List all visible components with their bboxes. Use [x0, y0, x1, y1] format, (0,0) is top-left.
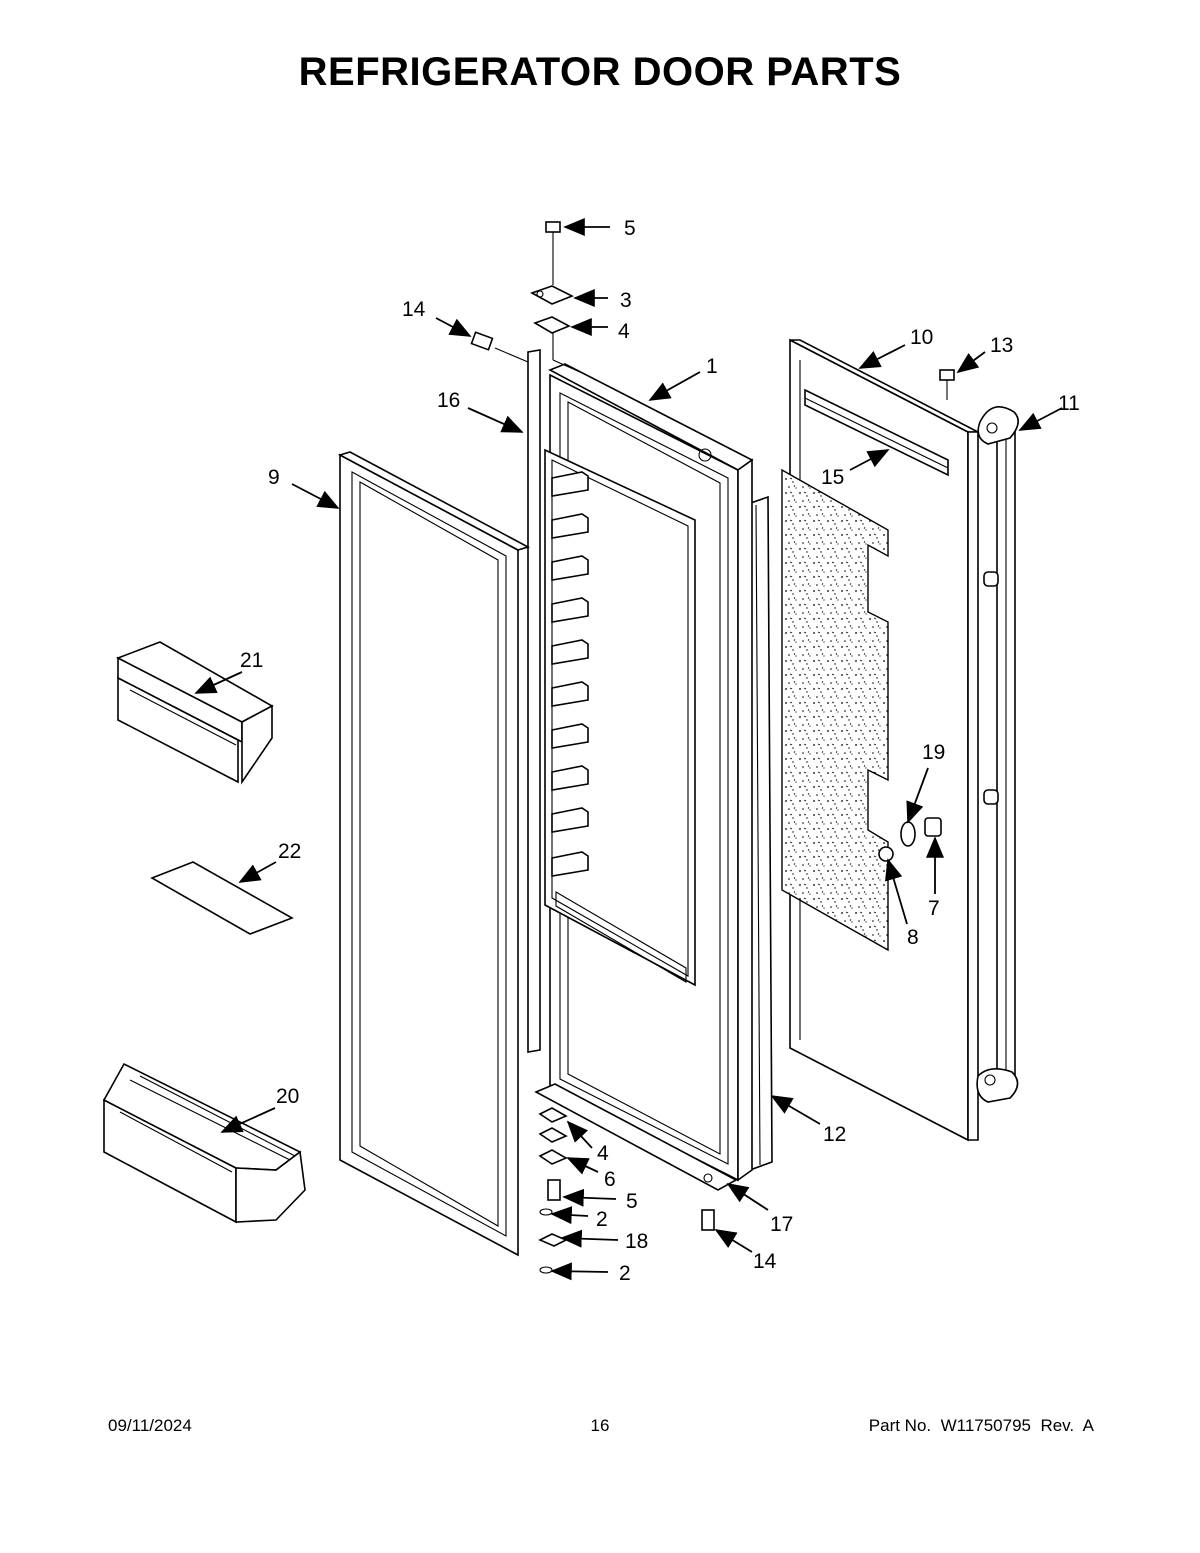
- footer-part-number: Part No. W11750795 Rev. A: [868, 1416, 1094, 1435]
- callout-4-bottom: 4: [597, 1142, 609, 1165]
- callout-14-top: 14: [402, 298, 426, 321]
- hinge-rod-part-11: [976, 406, 1019, 1103]
- callout-11: 11: [1058, 392, 1080, 415]
- gasket-strip-part-16: [527, 349, 541, 1053]
- callout-12: 12: [823, 1123, 846, 1146]
- callout-2-upper: 2: [596, 1208, 608, 1231]
- callout-3: 3: [620, 289, 632, 312]
- label-part-22: [150, 861, 294, 935]
- screw-part-13: [939, 369, 955, 400]
- callout-14-bottom: 14: [753, 1250, 777, 1273]
- leader-arrows: [194, 218, 1063, 1281]
- callout-17: 17: [770, 1213, 793, 1236]
- callout-1: 1: [706, 355, 718, 378]
- callout-16: 16: [437, 389, 460, 412]
- shelf-rails: [551, 471, 589, 877]
- door-liner-part-1: [544, 363, 754, 1182]
- callout-4-top: 4: [618, 320, 630, 343]
- callout-15: 15: [821, 466, 844, 489]
- door-gasket-part-9: [337, 451, 531, 1257]
- callout-2-lower: 2: [619, 1262, 631, 1285]
- callout-10: 10: [910, 326, 933, 349]
- callout-6: 6: [604, 1168, 616, 1191]
- page-title: REFRIGERATOR DOOR PARTS: [298, 50, 902, 94]
- bracket-part-15: [804, 388, 949, 477]
- bottom-hinge-hardware: [538, 1107, 715, 1274]
- callout-20: 20: [276, 1085, 299, 1108]
- footer-date: 09/11/2024: [108, 1416, 192, 1435]
- callout-22: 22: [278, 840, 301, 863]
- callout-18: 18: [625, 1230, 648, 1253]
- callout-5-bottom: 5: [626, 1190, 638, 1213]
- top-hinge-hardware: [470, 221, 581, 373]
- callout-labels: 5 3 4 14 1 16 10 13 11 15 9 21 19 22 7 8…: [240, 217, 1080, 1285]
- door-closer-parts-7-8-19: [878, 817, 942, 862]
- callout-19: 19: [922, 741, 945, 764]
- insulation-panel: [781, 468, 889, 952]
- callout-13: 13: [990, 334, 1013, 357]
- callout-21: 21: [240, 649, 263, 672]
- callout-8: 8: [907, 926, 919, 949]
- door-bin-part-20: [102, 1062, 306, 1224]
- callout-7: 7: [928, 897, 940, 920]
- bottom-plate-part-17: [534, 1083, 738, 1191]
- callout-9: 9: [268, 466, 280, 489]
- footer-page-number: 16: [590, 1416, 610, 1435]
- callout-5-top: 5: [624, 217, 636, 240]
